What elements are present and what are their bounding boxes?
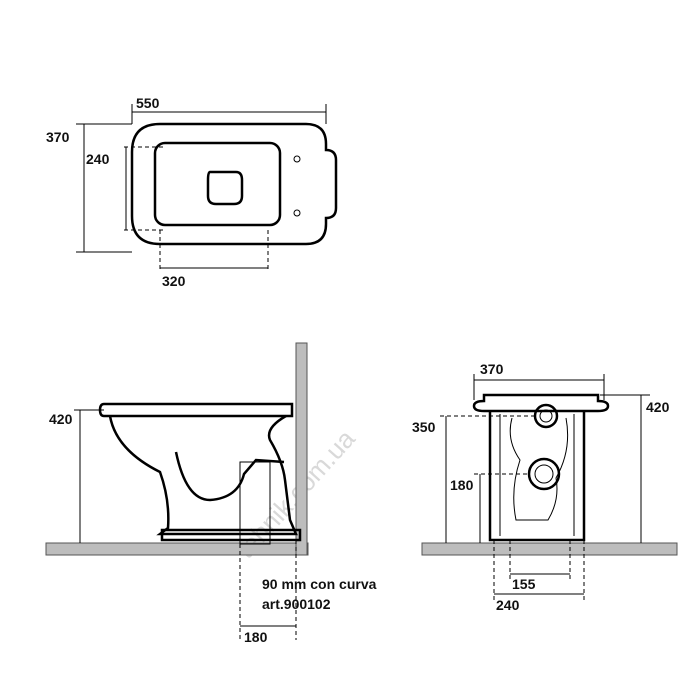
- dim-label-180-front: 180: [450, 477, 474, 493]
- dim-label-370-front: 370: [480, 361, 504, 377]
- outlet-pipe: [239, 461, 271, 545]
- dim-label-370: 370: [46, 129, 70, 145]
- bowl-rim: [98, 402, 294, 418]
- dim-label-240-front: 240: [496, 597, 520, 613]
- seat-opening: [153, 141, 282, 227]
- lower-outlet: [527, 457, 561, 491]
- drain-hole: [206, 170, 244, 206]
- floor-slab: [421, 542, 678, 556]
- dim-label-180: 180: [244, 629, 268, 645]
- bowl-body-front: [488, 411, 586, 542]
- bowl-outline-top: [130, 122, 338, 246]
- bowl-body-side: [108, 414, 298, 536]
- pipe-note-line2: art.900102: [262, 596, 331, 612]
- upper-outlet-inner: [539, 409, 553, 423]
- trap-curve: [174, 451, 285, 502]
- pedestal-base: [160, 528, 302, 542]
- dim-label-240: 240: [86, 151, 110, 167]
- front-view: 370 420 350 180 155 240: [412, 361, 678, 613]
- dim-label-550: 550: [136, 95, 160, 111]
- dim-label-350: 350: [412, 419, 436, 435]
- side-view: 420 90 mm con curva art.900102 180: [45, 342, 377, 645]
- fixing-hole-bottom: [293, 209, 301, 217]
- floor-slab: [45, 542, 309, 556]
- bowl-rim-front: [472, 393, 610, 413]
- wall: [295, 342, 308, 556]
- dim-label-155: 155: [512, 576, 536, 592]
- top-view: 550 370 240 320: [46, 95, 338, 289]
- lower-outlet-inner: [534, 464, 554, 484]
- inner-trap-outline: [499, 414, 575, 536]
- pipe-note-line1: 90 mm con curva: [262, 576, 377, 592]
- upper-outlet: [533, 403, 559, 429]
- dim-label-320: 320: [162, 273, 186, 289]
- dim-label-420: 420: [49, 411, 73, 427]
- dim-label-420-front: 420: [646, 399, 670, 415]
- fixing-hole-top: [293, 155, 301, 163]
